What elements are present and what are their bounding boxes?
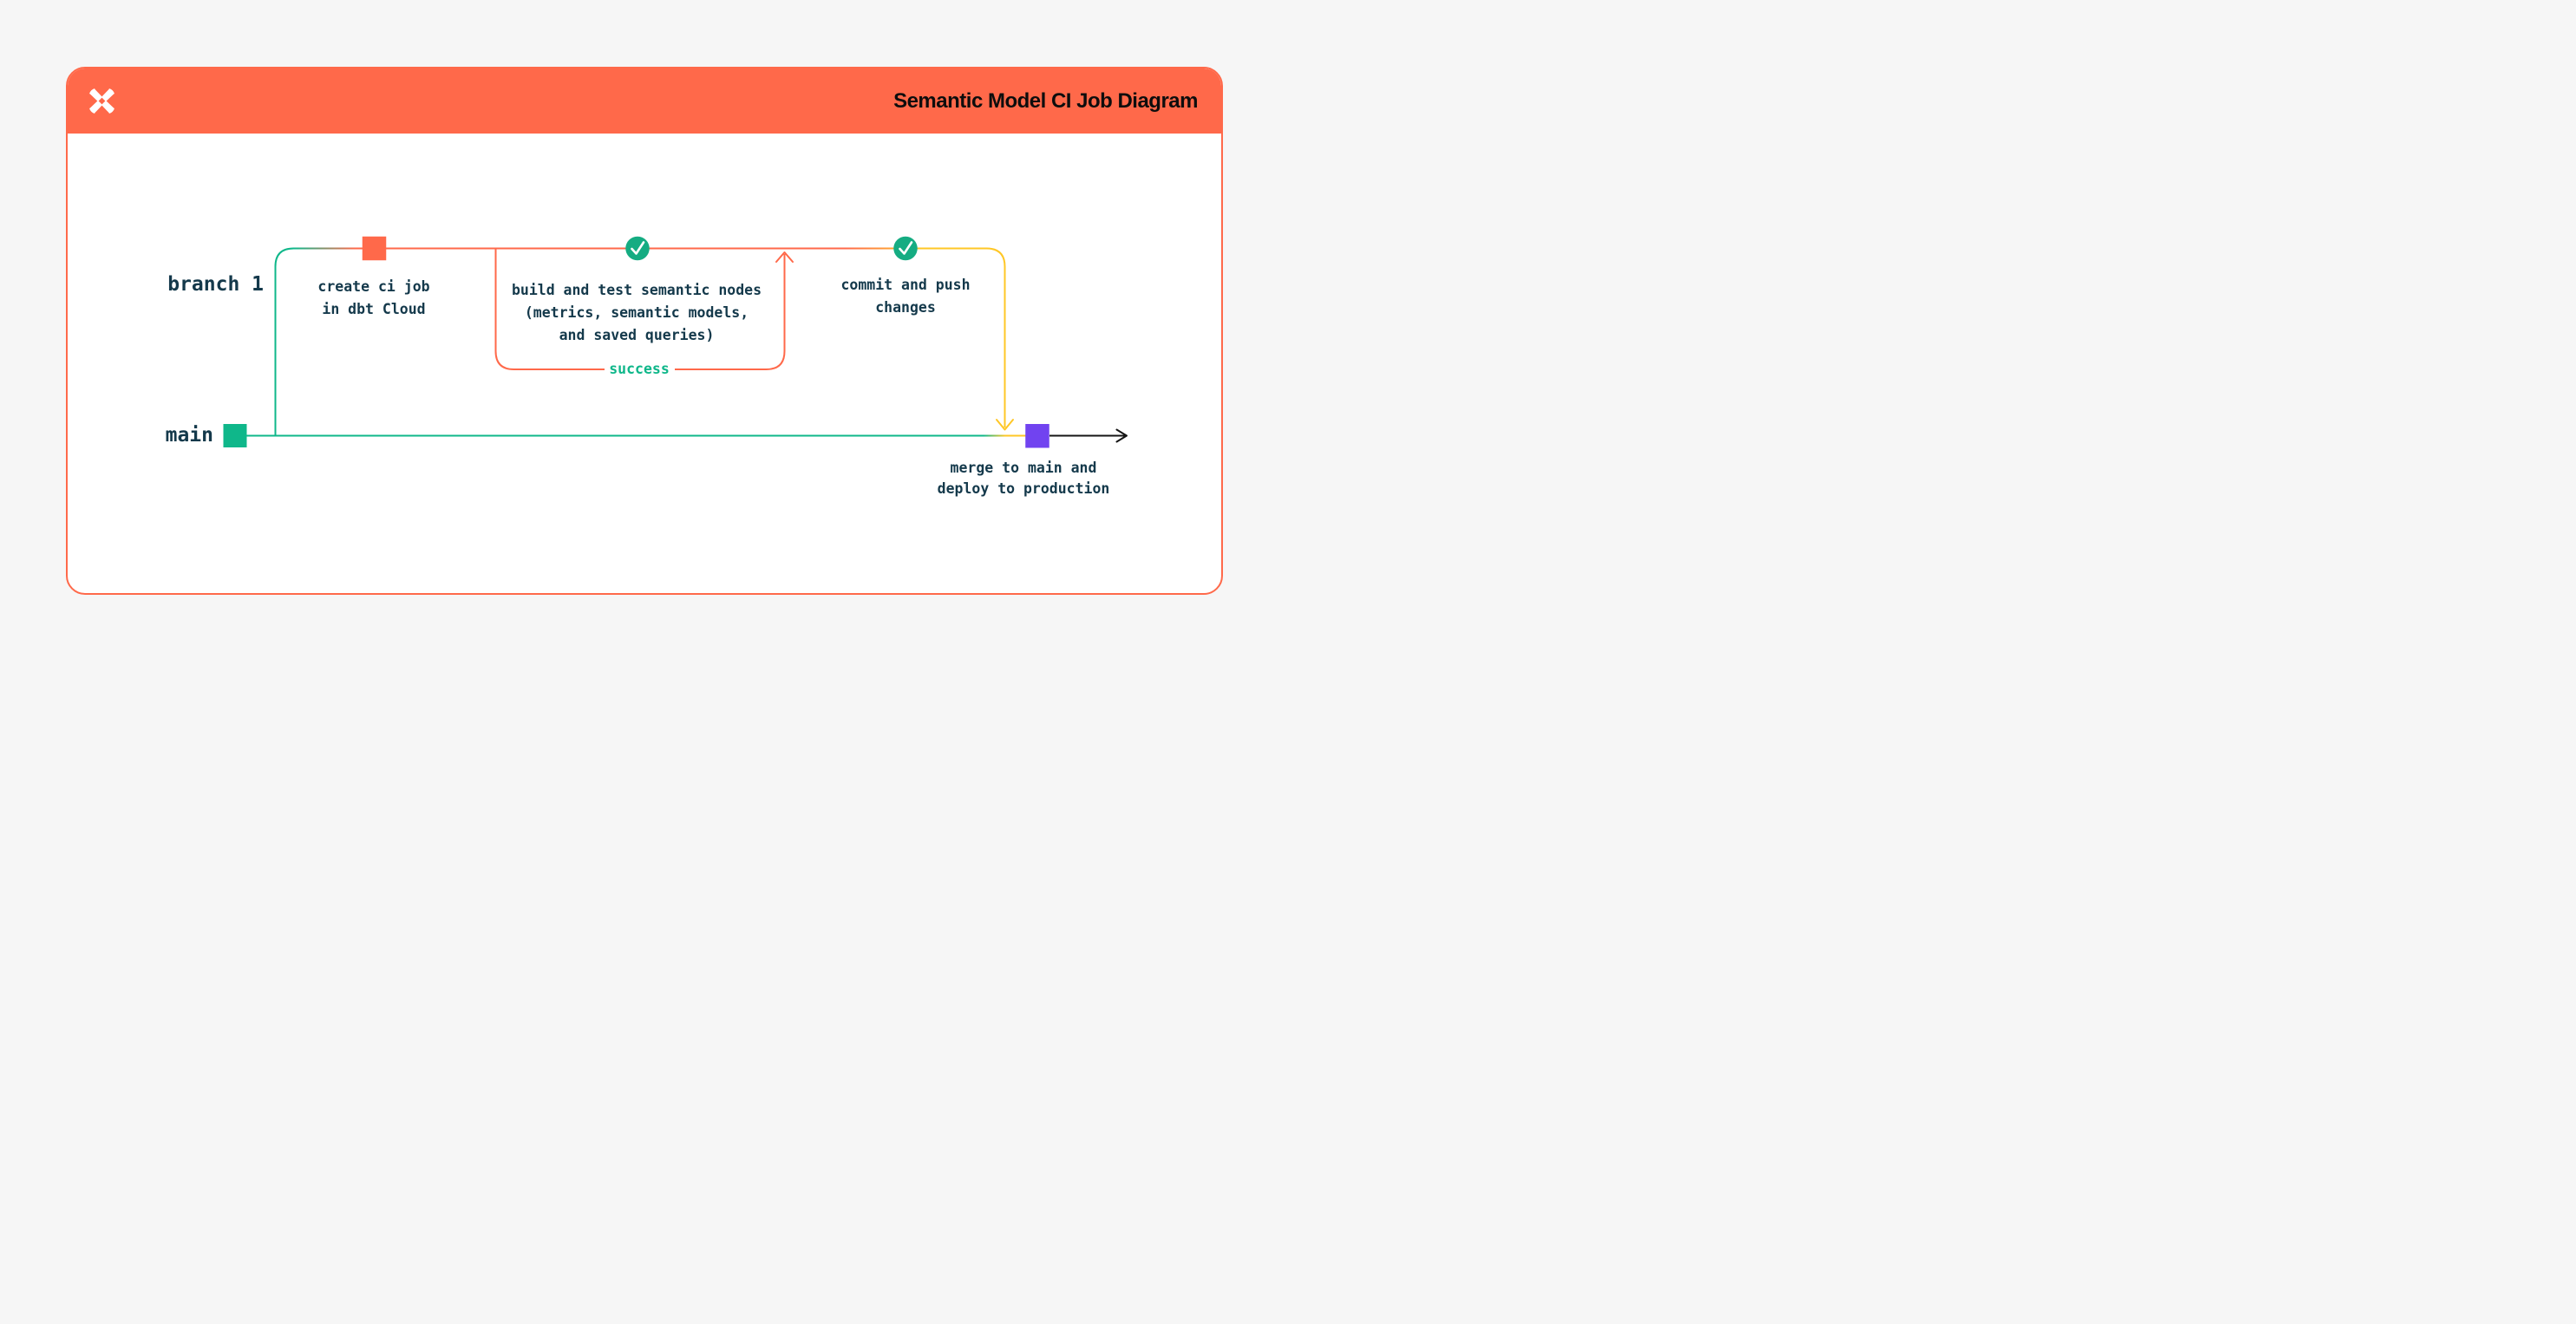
commit-marker-merge-square xyxy=(1025,424,1049,448)
merge-arrow-down-icon xyxy=(996,419,1014,431)
main-label: main xyxy=(165,424,213,447)
main-continue-arrow-icon xyxy=(1115,428,1128,443)
node-caption-build-and-test: build and test semantic nodes (metrics, … xyxy=(512,279,762,347)
diagram-canvas: branch 1 main create ci job in dbt Cloud… xyxy=(68,68,1221,593)
diagram-card: Semantic Model CI Job Diagram xyxy=(66,67,1223,595)
node-caption-commit-and-push: commit and push changes xyxy=(840,274,970,319)
check-icon xyxy=(625,236,650,261)
page-title: Semantic Model CI Job Diagram xyxy=(893,88,1198,113)
caption-line: commit and push xyxy=(840,277,971,293)
caption-line: (metrics, semantic models, xyxy=(524,304,749,321)
check-icon xyxy=(893,236,918,261)
success-loop-line xyxy=(494,249,786,370)
node-caption-create-ci-job: create ci job in dbt Cloud xyxy=(317,276,429,321)
success-label: success xyxy=(609,361,670,377)
git-graph xyxy=(223,236,1128,448)
node-caption-merge-deploy: merge to main and deploy to production xyxy=(938,458,1110,499)
caption-line: create ci job xyxy=(317,278,430,295)
commit-marker-orange-square xyxy=(362,236,387,261)
branch1-label: branch 1 xyxy=(167,273,264,296)
caption-line: in dbt Cloud xyxy=(322,301,426,317)
page-background: Semantic Model CI Job Diagram xyxy=(0,0,1288,662)
caption-line: changes xyxy=(875,299,936,316)
caption-line: merge to main and xyxy=(950,460,1097,476)
commit-marker-main-square xyxy=(223,424,247,447)
caption-line: deploy to production xyxy=(937,480,1110,497)
header-bar: Semantic Model CI Job Diagram xyxy=(68,68,1221,134)
branch1-line xyxy=(274,247,1006,435)
success-arrow-up-icon xyxy=(775,251,794,263)
dbt-logo-icon xyxy=(86,85,118,117)
caption-line: and saved queries) xyxy=(559,327,715,343)
caption-line: build and test semantic nodes xyxy=(511,282,762,298)
